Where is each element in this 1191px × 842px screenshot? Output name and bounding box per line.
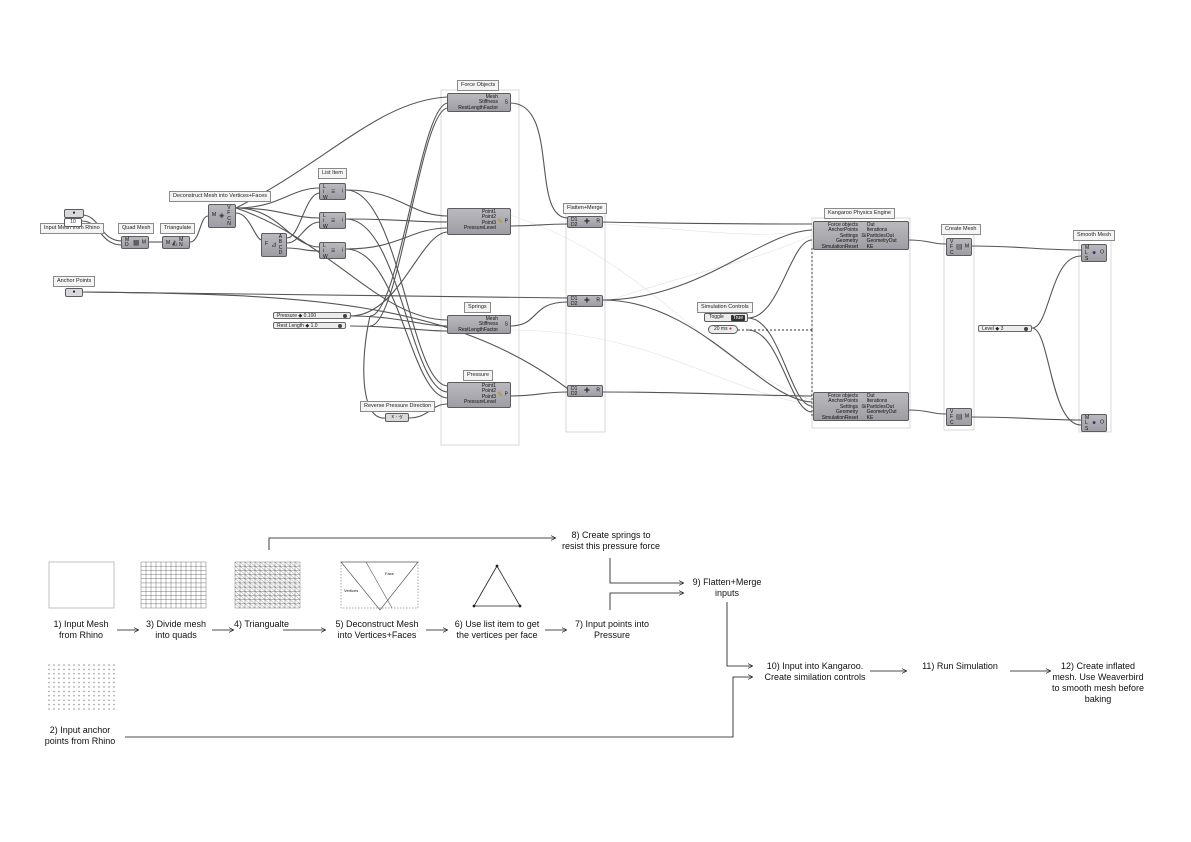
flow-step-5: 5) Deconstruct Mesh into Vertices+Faces	[335, 619, 419, 640]
mesh-icon: ▤	[956, 413, 963, 421]
flow-step-4: 4) Triangualte	[234, 619, 290, 629]
list-item-3[interactable]: L i W ≡ i	[319, 242, 346, 260]
merge-component-3[interactable]: D1 D2 ✚ R	[567, 385, 603, 397]
list-icon: ≡	[331, 187, 336, 195]
pressure-slider[interactable]: Pressure ◆ 0.100	[273, 312, 351, 319]
point-param-icon: ●	[72, 289, 76, 295]
thumb-face-vertices	[340, 561, 419, 611]
group-label-springs: Springs	[464, 302, 491, 313]
merge-icon: ✚	[584, 297, 590, 305]
thumb-plain-mesh	[48, 561, 115, 609]
flow-step-11: 11) Run Simulation	[922, 661, 998, 671]
group-label-create-mesh: Create Mesh	[941, 224, 981, 235]
group-label-pressure: Pressure	[463, 370, 494, 381]
deconstruct-mesh-component[interactable]: M ◈ V F C N	[208, 204, 236, 228]
rest-length-slider[interactable]: Rest Length ◆ 1.0	[273, 322, 346, 329]
construct-mesh-b[interactable]: V F C ▤ M	[946, 408, 972, 426]
merge-icon: ✚	[584, 387, 590, 395]
merge-component-2[interactable]: D1 D2 ✚ R	[567, 295, 603, 307]
group-label-reverse-pressure: Reverse Pressure Direction	[360, 401, 436, 412]
group-label-force-objects: Force Objects	[457, 80, 500, 91]
flow-step-9: 9) Flatten+Merge inputs	[692, 577, 762, 598]
group-label-triangulate: Triangulate	[160, 223, 196, 234]
timer-icon: ●	[727, 326, 733, 332]
group-label-quad-mesh: Quad Mesh	[118, 223, 155, 234]
face-boundaries-component[interactable]: F ⊿ A B C D	[261, 233, 287, 257]
list-item-2[interactable]: L i W ≡ i	[319, 212, 346, 230]
construct-mesh-a[interactable]: V F C ▤ M	[946, 238, 972, 256]
weaverbird-icon: ●	[1092, 249, 1097, 257]
mesh-param[interactable]: ●	[64, 209, 84, 218]
merge-icon: ✚	[584, 218, 590, 226]
weaverbird-icon: ●	[1092, 419, 1097, 427]
mesh-param-icon: ●	[72, 210, 76, 216]
mesh-icon: ▤	[956, 243, 963, 251]
kangaroo-engine-a[interactable]: Force objects AnchorPoints Settings Geom…	[813, 221, 909, 250]
timer-control[interactable]: 20 ms ●	[708, 325, 738, 334]
triangulate-component[interactable]: M ◭ M N	[162, 236, 190, 249]
group-label-anchor-points: Anchor Points	[53, 276, 96, 287]
anchor-points-param[interactable]: ●	[65, 288, 83, 297]
kangaroo-icon: ≋	[861, 231, 867, 239]
pressure-component-b[interactable]: Point1 Point2 Point3 PressureLevel ✎ P	[447, 382, 511, 408]
quad-icon: ▦	[133, 238, 140, 246]
toggle-value[interactable]: True	[730, 314, 745, 321]
flow-step-2: 2) Input anchor points from Rhino	[44, 725, 116, 746]
slider-thumb[interactable]	[338, 324, 342, 328]
flow-step-10: 10) Input into Kangaroo. Create similati…	[764, 661, 866, 682]
group-outlines	[440, 89, 1112, 446]
timer-wires	[738, 246, 813, 418]
thumb-quad-mesh	[140, 561, 207, 609]
flow-step-1: 1) Input Mesh from Rhino	[53, 619, 109, 640]
toggle-control[interactable]: Toggle True	[704, 313, 748, 322]
flow-step-7: 7) Input points into Pressure	[574, 619, 650, 640]
group-label-deconstruct: Deconstruct Mesh into Vertices+Faces	[169, 191, 271, 202]
triangulate-icon: ◭	[172, 238, 178, 246]
group-label-simulation-controls: Simulation Controls	[697, 302, 753, 313]
springs-component[interactable]: Mesh Stiffness RestLengthFactor S	[447, 315, 511, 334]
slider-thumb[interactable]	[1024, 327, 1028, 331]
group-label-kangaroo: Kangaroo Physics Engine	[824, 208, 895, 219]
quad-mesh-component[interactable]: M D ▦ M	[121, 236, 149, 249]
list-item-1[interactable]: L i W ≡ i	[319, 183, 346, 201]
pressure-icon: ✎	[497, 391, 503, 399]
weaverbird-smooth-b[interactable]: M L S ● O	[1081, 414, 1107, 432]
pressure-icon: ✎	[497, 217, 503, 225]
flow-step-12: 12) Create inflated mesh. Use Weaverbird…	[1052, 661, 1145, 704]
face-icon: ⊿	[271, 241, 277, 249]
pressure-component-a[interactable]: Point1 Point2 Point3 PressureLevel ✎ P	[447, 208, 511, 235]
kangaroo-engine-b[interactable]: Force objects AnchorPoints Settings Geom…	[813, 392, 909, 421]
group-label-flatten-merge: Flatten+Merge	[563, 203, 607, 214]
group-label-list-item: List Item	[318, 168, 347, 179]
thumb-face-label: Face	[385, 571, 394, 576]
merge-component-1[interactable]: D1 D2 ✚ R	[567, 216, 603, 228]
thumb-anchor-points	[48, 664, 115, 710]
force-objects-component[interactable]: Mesh Stiffness RestLengthFactor S	[447, 93, 511, 112]
slider-thumb[interactable]	[343, 314, 347, 318]
level-slider[interactable]: Level ◆ 3	[978, 325, 1032, 332]
kangaroo-icon: ≋	[861, 402, 867, 410]
flow-step-3: 3) Divide mesh into quads	[145, 619, 207, 640]
deconstruct-icon: ◈	[219, 212, 225, 220]
flow-arrows	[117, 538, 1050, 738]
thumb-list-triangle	[472, 564, 522, 608]
group-label-smooth-mesh: Smooth Mesh	[1073, 230, 1115, 241]
weaverbird-smooth-a[interactable]: M L S ● O	[1081, 244, 1107, 262]
thumb-tri-mesh	[234, 561, 301, 609]
list-icon: ≡	[331, 216, 336, 224]
thumb-vertex-label: Vertices	[344, 588, 359, 593]
flow-step-8: 8) Create springs to resist this pressur…	[561, 530, 661, 551]
flow-step-6: 6) Use list item to get the vertices per…	[454, 619, 540, 640]
mesh-count-param[interactable]: 10	[64, 218, 82, 227]
wires	[81, 96, 1082, 426]
negate-expression[interactable]: x · -y	[385, 413, 409, 422]
list-icon: ≡	[331, 246, 336, 254]
